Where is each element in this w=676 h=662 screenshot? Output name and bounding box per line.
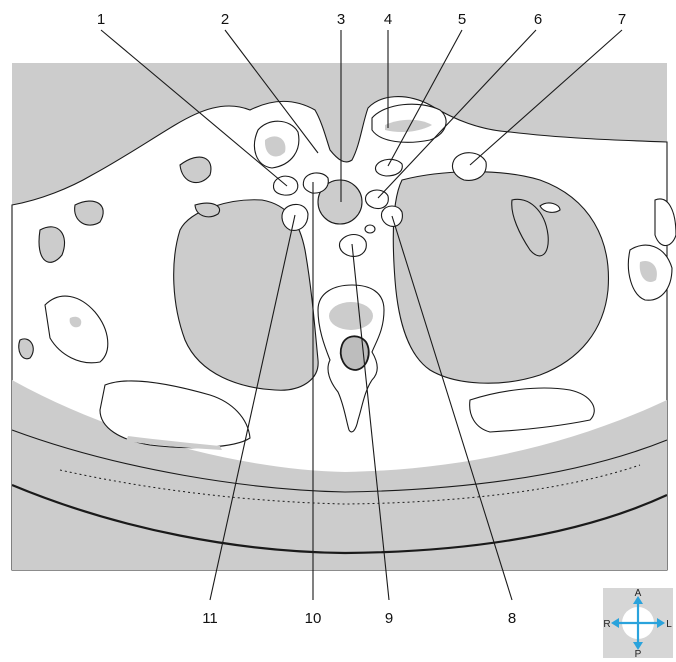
vessel-6	[364, 189, 389, 210]
vessel-9	[338, 233, 367, 257]
right-axilla-pocket-2	[74, 200, 104, 226]
left-humeral-head	[654, 198, 676, 247]
label-2: 2	[221, 11, 229, 28]
vessel-10	[302, 172, 329, 194]
label-3: 3	[337, 11, 345, 28]
left-upper-arm-pocket	[639, 260, 657, 282]
leader-7	[469, 29, 623, 166]
label-10: 10	[305, 610, 322, 627]
posterior-fat-line	[11, 429, 668, 493]
label-7: 7	[618, 11, 626, 28]
left-lung	[392, 171, 610, 384]
leader-lines	[100, 29, 623, 601]
vertebral-body-marrow	[329, 302, 373, 330]
leader-9	[351, 243, 390, 601]
compass-left: L	[666, 619, 672, 630]
leader-8	[391, 215, 513, 601]
skin-outline	[11, 483, 668, 555]
leader-11	[209, 214, 296, 601]
vessel-7	[451, 152, 487, 181]
leader-5	[387, 29, 463, 167]
leader-1	[100, 29, 288, 187]
right-lung	[173, 199, 319, 391]
right-humeral-muscle	[44, 295, 109, 364]
orientation-compass: A P R L	[603, 588, 673, 660]
label-1: 1	[97, 11, 105, 28]
left-axilla-pocket-1	[511, 198, 549, 257]
right-scapula	[99, 380, 251, 449]
small-vessel	[364, 224, 376, 234]
left-axilla-pocket-2	[539, 202, 561, 213]
label-11: 11	[202, 610, 218, 627]
spinal-cord	[339, 335, 370, 371]
label-9: 9	[385, 610, 393, 627]
left-scapula	[469, 387, 595, 433]
right-axilla-pocket-5	[18, 338, 34, 360]
vessel-1	[272, 175, 299, 196]
right-clavicle-marrow	[264, 136, 286, 157]
right-axilla-pocket-4	[194, 202, 220, 218]
arrowhead-down-icon	[633, 642, 643, 650]
right-axilla-pocket-3	[179, 156, 212, 184]
trachea	[317, 179, 363, 225]
label-6: 6	[534, 11, 542, 28]
leader-2	[224, 29, 319, 154]
right-axilla-pocket-1	[38, 226, 66, 263]
arrowhead-left-icon	[611, 618, 619, 628]
leader-6	[377, 29, 537, 199]
label-4: 4	[384, 11, 392, 28]
posterior-dotted-line	[59, 464, 641, 505]
label-5: 5	[458, 11, 466, 28]
right-small-pocket	[69, 316, 82, 328]
label-8: 8	[508, 610, 516, 627]
arrowhead-up-icon	[633, 596, 643, 604]
compass-anterior: A	[635, 588, 642, 599]
left-clavicle-marrow	[385, 119, 432, 133]
compass-right: R	[603, 619, 610, 630]
vessel-5	[374, 158, 403, 177]
right-scapula-blade	[126, 436, 222, 450]
arrowhead-right-icon	[657, 618, 665, 628]
compass-posterior: P	[635, 649, 642, 660]
posterior-skin-band	[12, 380, 667, 570]
